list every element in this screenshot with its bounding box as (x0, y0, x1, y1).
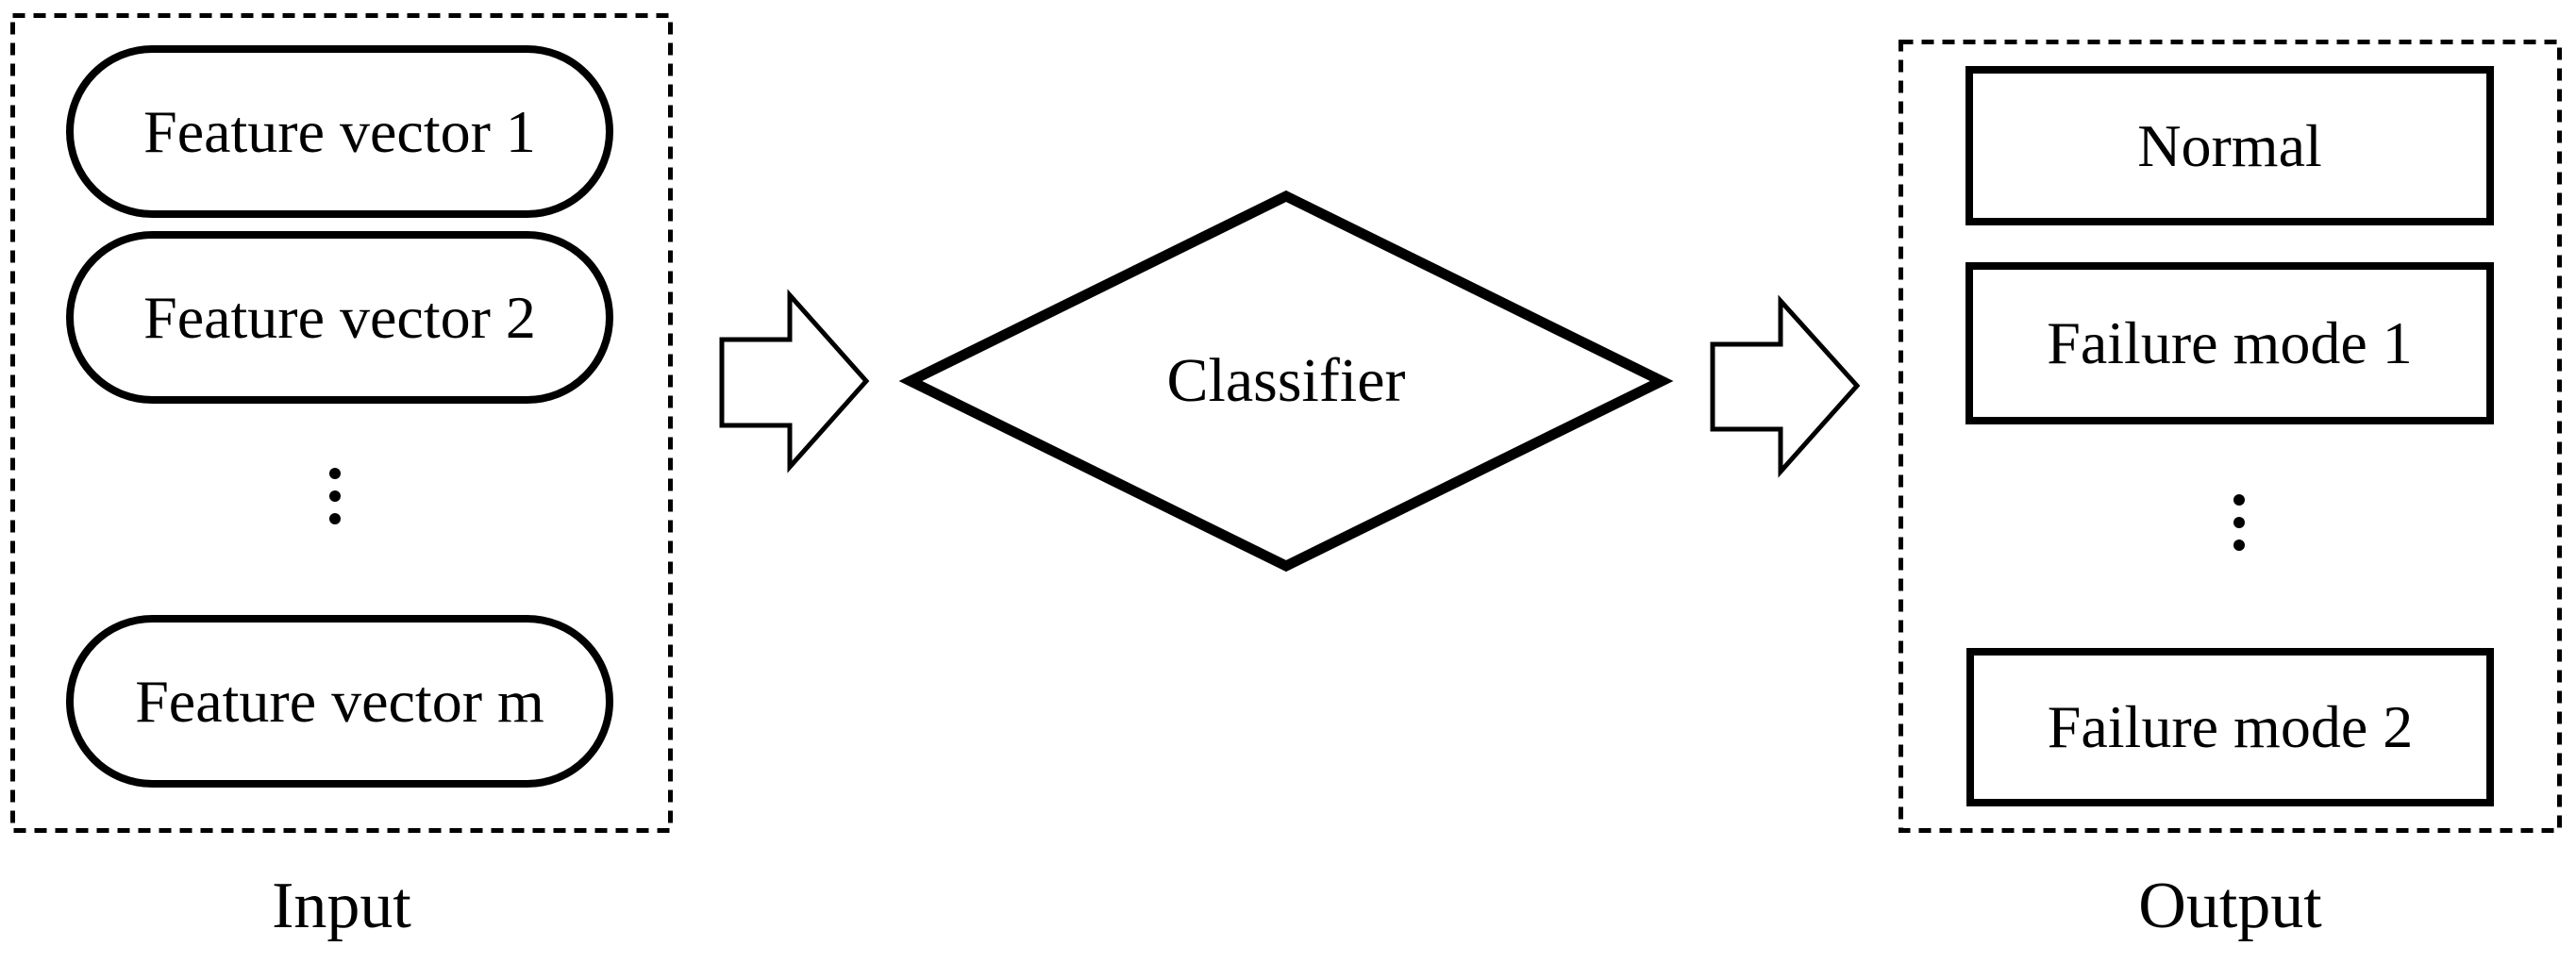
output-item-normal: Normal (1965, 66, 2494, 225)
input-item-feature-vector-2: Feature vector 2 (66, 231, 613, 404)
vertical-ellipsis-icon (2233, 494, 2245, 551)
ellipsis-dot (329, 490, 341, 502)
input-item-feature-vector-1: Feature vector 1 (66, 45, 613, 218)
ellipsis-dot (2233, 494, 2245, 506)
vertical-ellipsis-icon (329, 468, 341, 524)
ellipsis-dot (329, 468, 341, 479)
output-item-label: Normal (2137, 111, 2322, 179)
ellipsis-dot (329, 513, 341, 524)
input-item-label: Feature vector 1 (143, 97, 536, 165)
output-item-label: Failure mode 2 (2047, 693, 2414, 760)
input-item-label: Feature vector m (135, 667, 544, 735)
ellipsis-dot (2233, 540, 2245, 551)
output-item-failure-mode-2: Failure mode 2 (1966, 648, 2494, 806)
input-item-feature-vector-m: Feature vector m (66, 615, 613, 788)
output-dashed-box (1899, 40, 2562, 833)
input-dashed-box (10, 13, 673, 833)
ellipsis-dot (2233, 517, 2245, 528)
input-group-label: Input (272, 870, 411, 942)
output-item-failure-mode-1: Failure mode 1 (1965, 262, 2494, 424)
block-arrow-right-icon (719, 289, 870, 473)
output-group-label: Output (2138, 870, 2322, 942)
classifier-diamond (898, 190, 1674, 573)
output-item-label: Failure mode 1 (2047, 309, 2413, 376)
input-item-label: Feature vector 2 (143, 283, 536, 351)
classifier-label: Classifier (1166, 346, 1406, 415)
block-arrow-right-icon (1710, 294, 1861, 478)
